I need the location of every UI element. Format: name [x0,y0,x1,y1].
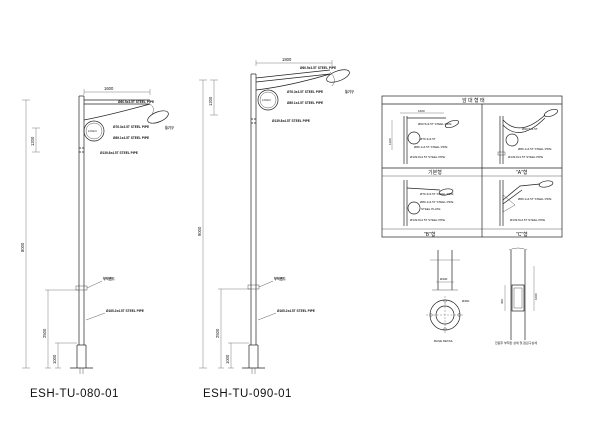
pole-drawing-090: 9000 1200 1800 LOGO Ø60.5x3.5T [197,57,354,400]
base-pipe-label: Ø165.2x4.5T STEEL PIPE [106,309,144,313]
arm-pipe-label: Ø60.5x3.5T STEEL PIPE [118,100,154,104]
panel-header: 암 대 형 태 [462,97,485,104]
svg-text:Ø89.1x4.5T STEEL PIPE: Ø89.1x4.5T STEEL PIPE [414,145,448,149]
svg-text:Ø400: Ø400 [440,277,448,281]
lamp-label-090: 등기구 [345,89,354,94]
base-detail-caption: BASE DETAIL [434,339,453,343]
cell-label-b: "B"형 [424,231,436,238]
svg-text:Ø76.3x3.5T STEEL PIPE: Ø76.3x3.5T STEEL PIPE [420,192,454,196]
svg-text:Ø76.3x3.5T: Ø76.3x3.5T [420,137,436,141]
svg-text:Ø89.1x4.5T STEEL PIPE: Ø89.1x4.5T STEEL PIPE [420,200,454,204]
svg-text:LOGO: LOGO [262,98,271,102]
model-title-080: ESH-TU-080-01 [30,388,119,400]
svg-text:Ø460: Ø460 [462,299,470,303]
cell-label-c: "C"형 [516,231,528,238]
opening-detail-drawing: 1000 300 전원주 부착판 상세 및 점검구상세 [495,247,538,345]
cell-c-sketch: Ø89.1x4.5T STEEL PIPE Ø139.8x4.5T STEEL … [499,180,554,226]
cell-label-basic: 기본형 [428,169,442,176]
svg-text:Ø139.8x4.5T STEEL PIPE: Ø139.8x4.5T STEEL PIPE [508,155,543,159]
svg-text:Ø60.5x3.5T: Ø60.5x3.5T [522,127,538,131]
opening-detail-caption: 전원주 부착판 상세 및 점검구상세 [495,340,537,345]
middle-pipe-label-090: Ø139.8x4.5T STEEL PIPE [272,119,310,123]
cell-a-sketch: Ø60.5x3.5T Ø89.1x4.5T STEEL PIPE Ø139.8x… [497,108,559,164]
pole-drawing-080: 8000 1200 1600 [20,86,174,400]
svg-text:Ø89.1x4.5T STEEL PIPE: Ø89.1x4.5T STEEL PIPE [518,147,552,151]
svg-text:300: 300 [500,299,504,304]
base-height-2-dim-090: 1000 [225,354,230,364]
base-pipe-label-090: Ø165.2x4.5T STEEL PIPE [277,309,315,313]
svg-text:Ø89.1x4.5T STEEL PIPE: Ø89.1x4.5T STEEL PIPE [518,197,552,201]
cell-arm-rise: 1200 [388,138,392,145]
total-height-dim: 8000 [20,242,25,252]
base-detail-drawing: Ø400 Ø460 BASE DETAIL [426,250,470,343]
svg-text:Ø60.5x3.5T STEEL PIPE: Ø60.5x3.5T STEEL PIPE [418,122,452,126]
arm-pipe-label-090: Ø60.5x3.5T STEEL PIPE [300,66,336,70]
base-height-2-dim: 1000 [52,354,57,364]
upper-pipe-label: Ø76.3x3.5T STEEL PIPE [113,125,149,129]
upper-pipe-label-090: Ø76.3x3.5T STEEL PIPE [287,90,323,94]
cell-label-a: "A"형 [516,169,528,176]
arm-type-detail-panel: 암 대 형 태 1600 1200 Ø60.5x3.5T STEEL PIPE … [381,95,563,238]
svg-text:Ø139.8x4.5T STEEL PIPE: Ø139.8x4.5T STEEL PIPE [410,155,445,159]
lamp-label: 등기구 [165,125,174,130]
band-label-090: 부착밴드 [274,276,286,281]
lower-pipe-label: Ø89.1x4.5T STEEL PIPE [113,136,149,140]
middle-pipe-label: Ø139.8x4.5T STEEL PIPE [100,151,138,155]
lower-pipe-label-090: Ø89.1x4.5T STEEL PIPE [287,101,323,105]
base-height-1-dim-090: 2500 [215,328,220,338]
svg-text:Ø139.8x4.5T STEEL PIPE: Ø139.8x4.5T STEEL PIPE [410,218,445,222]
arm-length-dim-090: 1800 [282,57,292,62]
cell-b-sketch: Ø76.3x3.5T STEEL PIPE Ø89.1x4.5T STEEL P… [403,180,454,226]
cell-arm-length: 1600 [418,109,425,113]
cell-basic-sketch: 1600 1200 Ø60.5x3.5T STEEL PIPE Ø76.3x3.… [388,109,460,164]
svg-text:1000: 1000 [534,293,538,300]
arm-length-dim: 1600 [104,86,114,91]
total-height-dim-090: 9000 [197,226,202,236]
arm-rise-dim-090: 1200 [208,96,213,106]
band-label: 부착밴드 [103,276,115,281]
base-height-1-dim: 2500 [42,328,47,338]
svg-text:Ø139.8x4.5T STEEL PIPE: Ø139.8x4.5T STEEL PIPE [510,218,545,222]
svg-text:LOGO: LOGO [88,129,97,133]
model-title-090: ESH-TU-090-01 [203,388,292,400]
svg-text:STEEL PLATE: STEEL PLATE [421,207,441,211]
arm-rise-dim: 1200 [30,136,35,146]
